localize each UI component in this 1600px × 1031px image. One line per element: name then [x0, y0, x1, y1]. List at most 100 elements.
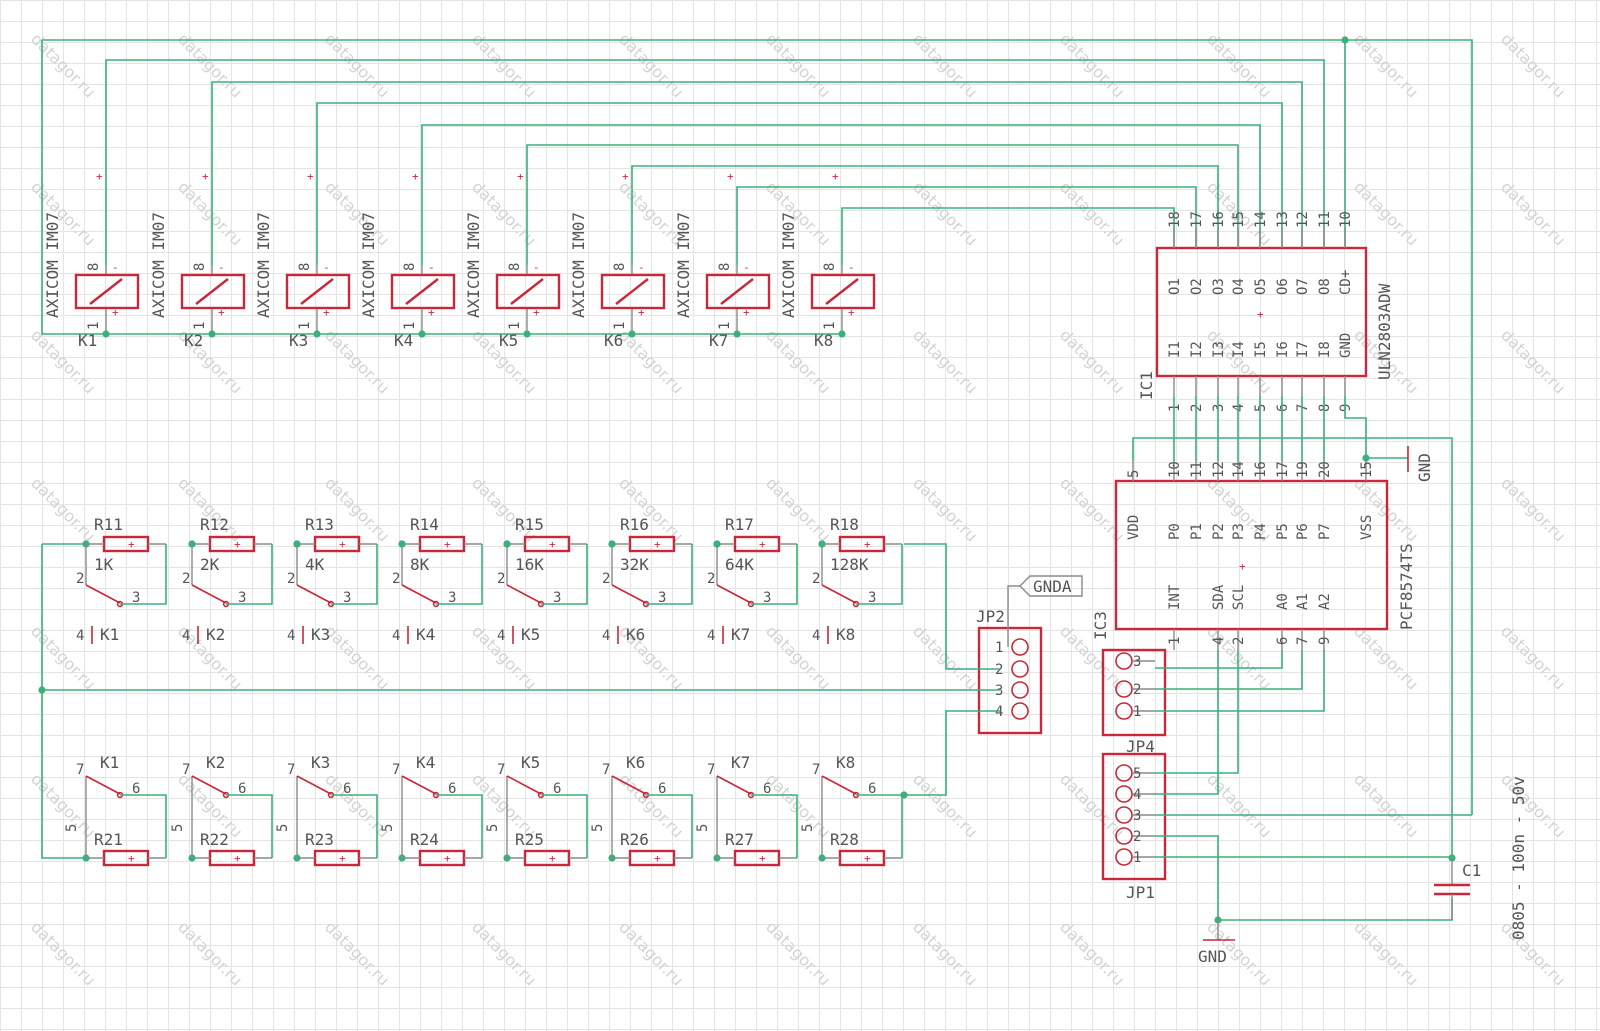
- ic1-pin-number: 11: [1317, 211, 1333, 228]
- watermark-text: datagor.ru: [1497, 621, 1569, 693]
- coil-pin-number: 1: [717, 322, 733, 330]
- watermark-text: datagor.ru: [615, 473, 687, 545]
- contact-pin-number: 3: [868, 590, 876, 606]
- relay-name-label: K7: [709, 331, 728, 350]
- contact-wire: [751, 794, 798, 858]
- coil-pin-number: 8: [717, 263, 733, 271]
- relay-coil-body: [600, 273, 666, 310]
- ic3-pin-number: 4: [1211, 637, 1227, 645]
- contact-pin-number: 4: [602, 628, 610, 644]
- watermark-text: datagor.ru: [762, 769, 834, 841]
- relay-origin-mark: +: [517, 170, 524, 183]
- contact-relay-label: K3: [311, 753, 330, 772]
- contact-pin-number: 4: [497, 628, 505, 644]
- contact-wire: [226, 544, 273, 605]
- relay-origin-mark: +: [832, 170, 839, 183]
- resistor-body: [838, 535, 886, 553]
- c1-name: C1: [1462, 861, 1481, 880]
- resistor-body: [313, 535, 361, 553]
- junction-dot: [838, 330, 846, 338]
- resistor-name: R26: [620, 830, 649, 849]
- contact-pin-number: 4: [392, 628, 400, 644]
- contact-pin-number: 2: [812, 571, 820, 587]
- ic1-pin-number: 4: [1231, 404, 1247, 412]
- coil-minus-mark: -: [638, 261, 645, 274]
- watermark-text: datagor.ru: [174, 917, 246, 989]
- junction-dot: [713, 540, 721, 548]
- contact-arm: [401, 775, 437, 795]
- ic1-pin-label: I5: [1253, 341, 1269, 358]
- relay-coil-k2: [180, 265, 246, 334]
- resistor-origin-mark: +: [654, 852, 661, 865]
- contact-relay-label: K2: [206, 753, 225, 772]
- jp2-pin-pad: [1011, 660, 1029, 678]
- contact-pin-number: 6: [238, 781, 246, 797]
- gnda-net-label: GNDA: [1033, 577, 1072, 596]
- relay-coil-slash: [510, 278, 544, 305]
- relay-type-label: AXICOM IM07: [359, 212, 378, 318]
- coil-pin-number: 1: [297, 322, 313, 330]
- watermark-text: datagor.ru: [27, 917, 99, 989]
- contact-wire: [751, 544, 798, 605]
- watermark-text: datagor.ru: [1350, 177, 1422, 249]
- ic1-body: [1155, 246, 1368, 378]
- junction-dot: [523, 330, 531, 338]
- relay-coil-body: [74, 273, 140, 310]
- junction-dot: [208, 330, 216, 338]
- contact-pin-number: 2: [707, 571, 715, 587]
- coil-drive-wire: [211, 81, 1303, 265]
- resistor-origin-mark: +: [234, 538, 241, 551]
- contact-pin-number: 2: [602, 571, 610, 587]
- junction-dot: [102, 330, 110, 338]
- relay-type-label: AXICOM IM07: [569, 212, 588, 318]
- resistor-body: [313, 849, 361, 867]
- coil-drive-wire: [105, 59, 1325, 265]
- junction-dot: [900, 791, 908, 799]
- contact-arm: [821, 584, 857, 604]
- contact-relay-label: K2: [206, 625, 225, 644]
- watermark-text: datagor.ru: [1350, 917, 1422, 989]
- ic3-pin-label: A0: [1275, 593, 1291, 610]
- contact-pin-number: 7: [182, 762, 190, 778]
- resistor-name: R12: [200, 515, 229, 534]
- contact-pin-number: 3: [763, 590, 771, 606]
- ic3-pin-label: VDD: [1126, 515, 1142, 540]
- ic1-pin-label: CD+: [1338, 270, 1354, 295]
- ic3-pin-label: P3: [1231, 523, 1247, 540]
- resistor-body: [102, 849, 150, 867]
- relay-coil-k1: [74, 265, 140, 334]
- jp4-pin-pad: [1115, 702, 1133, 720]
- resistor-r28: [822, 849, 902, 867]
- coil-minus-mark: -: [323, 261, 330, 274]
- jp4-pin-number: 1: [1133, 704, 1141, 720]
- watermark-text: datagor.ru: [321, 177, 393, 249]
- contact-relay-label: K6: [626, 753, 645, 772]
- relay-contact-bottom: [506, 775, 588, 858]
- resistor-origin-mark: +: [864, 538, 871, 551]
- watermark-text: datagor.ru: [27, 473, 99, 545]
- coil-pin-number: 8: [507, 263, 523, 271]
- contact-arm: [85, 775, 121, 795]
- resistor-value: 8K: [410, 555, 430, 574]
- watermark-text: datagor.ru: [1497, 325, 1569, 397]
- jp4-name: JP4: [1126, 737, 1155, 756]
- coil-plus-mark: +: [638, 306, 645, 319]
- jp1-pin-number: 2: [1133, 829, 1141, 845]
- coil-pin-number: 8: [192, 263, 208, 271]
- relay-coil-body: [180, 273, 246, 310]
- contact-pin-number: 3: [658, 590, 666, 606]
- watermark-text: datagor.ru: [909, 177, 981, 249]
- watermark-layer: datagor.ru datagor.ru datagor.ru datagor.ru…: [27, 29, 1569, 989]
- addr-wire: [1155, 650, 1325, 712]
- contact-arm: [191, 775, 227, 795]
- resistor-body: [102, 535, 150, 553]
- contact-arm: [821, 775, 857, 795]
- ic3-pin-label: P4: [1253, 523, 1269, 540]
- jp1-pin-pad: [1115, 806, 1133, 824]
- watermark-text: datagor.ru: [1056, 325, 1128, 397]
- jp1-pin-number: 5: [1133, 766, 1141, 782]
- resistor-name: R25: [515, 830, 544, 849]
- resistor-origin-mark: +: [759, 852, 766, 865]
- coil-pin-number: 8: [402, 263, 418, 271]
